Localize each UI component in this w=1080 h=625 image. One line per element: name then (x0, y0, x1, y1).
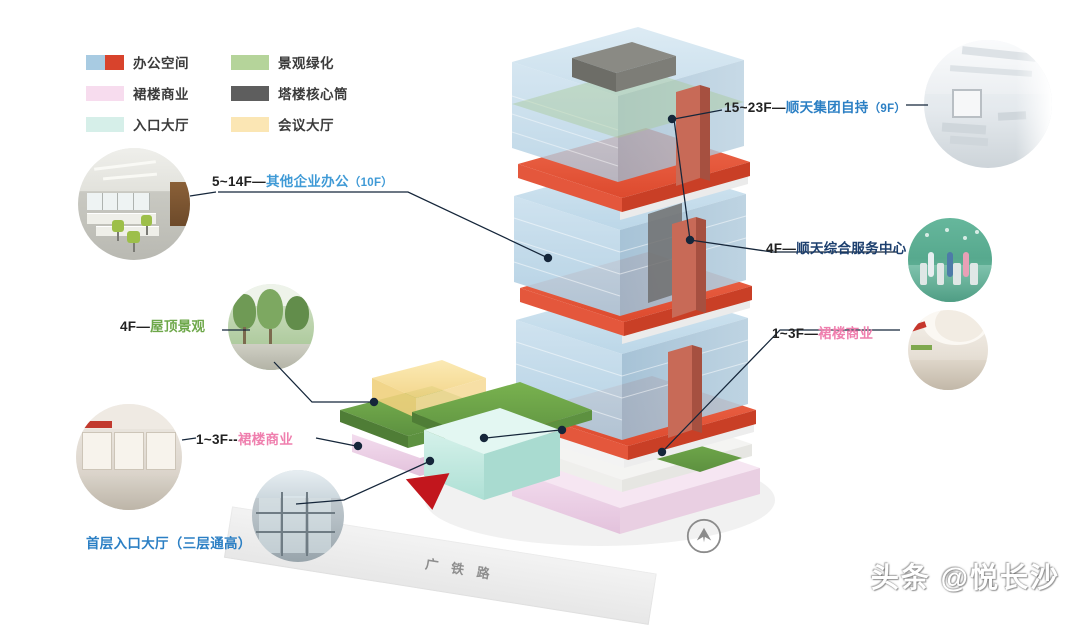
legend-item-office-space: 办公空间 (86, 52, 197, 72)
legend-swatch-tower-core (231, 85, 269, 101)
photo-mall-atrium (908, 310, 988, 390)
legend-item-tower-core: 塔楼核心筒 (231, 83, 356, 103)
legend-label-conference-hall: 会议大厅 (278, 118, 334, 133)
callout-1-3f-left: 1~3F--裙楼商业 (196, 428, 293, 448)
company-logo (686, 518, 722, 554)
legend-item-landscape-green: 景观绿化 (231, 52, 356, 72)
legend-swatch-office-space (86, 54, 124, 70)
photo-glass-entrance (252, 470, 344, 562)
callout-entrance-lobby-highlight: 首层入口大厅（三层通高） (86, 536, 252, 551)
legend-item-conference-hall: 会议大厅 (231, 114, 356, 134)
tower-block-middle (513, 161, 747, 316)
callout-4f-service-prefix: 4F— (766, 241, 797, 256)
floor-band-upper (516, 128, 750, 220)
floor-band-1-3f (520, 376, 756, 468)
callout-5-14f-prefix: 5~14F— (212, 174, 266, 189)
podium-commercial-volume (512, 432, 760, 534)
legend-swatch-entrance-lobby (86, 116, 124, 132)
legend-swatch-podium-retail (86, 85, 124, 101)
legend-label-landscape-green: 景观绿化 (278, 56, 334, 71)
callout-1-3f-left-highlight: 裙楼商业 (237, 432, 294, 447)
callout-1-3f-right: 1~3F—裙楼商业 (772, 322, 873, 342)
legend-swatch-conference-hall (231, 116, 269, 132)
legend-label-tower-core: 塔楼核心筒 (278, 87, 348, 102)
diagram-canvas: 广铁路 (76, 27, 1060, 625)
podium-left-cluster (340, 360, 592, 500)
legend-label-podium-retail: 裙楼商业 (133, 87, 189, 102)
callout-15-23f: 15~23F—顺天集团自持（9F） (724, 96, 906, 116)
legend-item-entrance-lobby: 入口大厅 (86, 114, 197, 134)
callout-15-23f-suffix: （9F） (868, 103, 907, 115)
legend-item-podium-retail: 裙楼商业 (86, 83, 197, 103)
callout-4f-roof-prefix: 4F— (120, 319, 151, 334)
tower-core-box (572, 42, 676, 92)
callout-15-23f-prefix: 15~23F— (724, 100, 786, 115)
legend-swatch-landscape-green (231, 54, 269, 70)
photo-retail-street (76, 404, 182, 510)
photo-roof-garden (228, 284, 314, 370)
callout-5-14f-highlight: 其他企业办公 (265, 174, 349, 189)
callout-4f-roof-highlight: 屋顶景观 (150, 319, 206, 334)
landscape-plate-base (520, 410, 752, 492)
callout-1-3f-left-prefix: 1~3F-- (196, 432, 238, 447)
photo-office-interior (78, 148, 190, 260)
callout-4f-service: 4F—顺天综合服务中心 (766, 237, 907, 257)
callout-entrance-lobby: 首层入口大厅（三层通高） (86, 532, 252, 552)
tower-block-lower (515, 285, 749, 440)
callout-1-3f-right-highlight: 裙楼商业 (818, 326, 874, 341)
callout-15-23f-highlight: 顺天集团自持 (785, 100, 869, 115)
legend-label-entrance-lobby: 入口大厅 (133, 118, 189, 133)
callout-1-3f-right-prefix: 1~3F— (772, 326, 819, 341)
road-label: 广铁路 (424, 556, 504, 584)
watermark: 头条 @悦长沙 (870, 562, 1060, 593)
photo-lobby-corridor (924, 40, 1052, 168)
floor-band-4f (518, 252, 752, 344)
callout-4f-roof: 4F—屋顶景观 (120, 315, 205, 335)
core-vertical-strip (668, 85, 710, 438)
north-arrow-marker (405, 473, 455, 513)
callout-5-14f-suffix: （10F） (348, 177, 394, 189)
callout-5-14f: 5~14F—其他企业办公（10F） (212, 170, 393, 190)
photo-fitness-center (908, 218, 992, 302)
callout-4f-service-highlight: 顺天综合服务中心 (796, 241, 907, 256)
legend-label-office-space: 办公空间 (133, 56, 189, 71)
legend: 办公空间 景观绿化 裙楼商业 塔楼核心筒 (86, 52, 356, 134)
tower-block-top (511, 27, 744, 182)
